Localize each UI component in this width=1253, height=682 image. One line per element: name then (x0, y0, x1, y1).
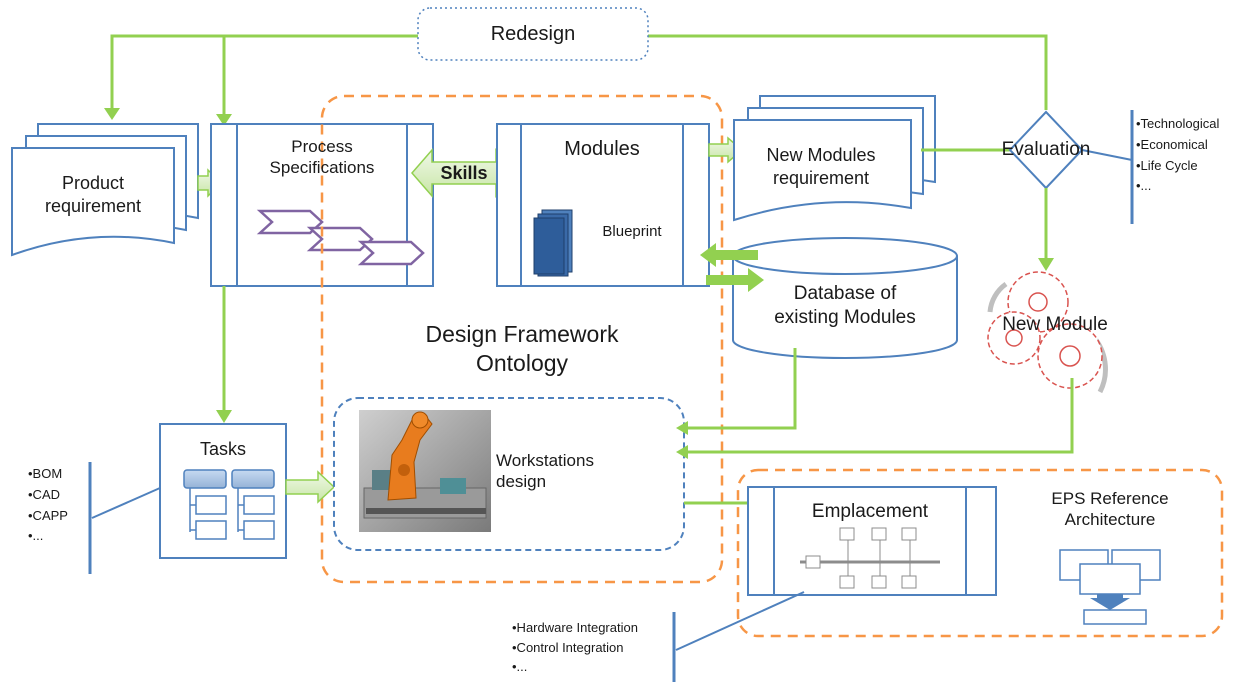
eps-reference-region (736, 468, 1224, 638)
arrowhead-to-product (104, 108, 120, 120)
robot-cell-image (359, 410, 491, 532)
arrow-new-module-to-workstations (688, 378, 1074, 454)
redesign-label: Redesign (490, 23, 576, 45)
blueprint-label: Blueprint (602, 223, 662, 240)
task-outputs-list: •BOM •CAD •CAPP •... (28, 466, 68, 544)
tasks-label: Tasks (199, 439, 246, 459)
evaluation-bracket-connector (1081, 149, 1133, 161)
tasks-bracket-connector (91, 487, 161, 519)
emplacement-label: Emplacement (811, 501, 929, 522)
skills-label: Skills (440, 163, 488, 183)
process-chevrons-icon (256, 209, 425, 266)
arrowhead-to-new-module (1038, 258, 1054, 271)
database-cylinder (732, 237, 958, 359)
arrowhead-to-tasks (216, 410, 232, 423)
tasks-hierarchy-icon (183, 469, 275, 540)
redesign-loop (110, 34, 1048, 118)
modules-box (496, 123, 710, 287)
emplacement-bracket-connector (675, 591, 805, 651)
new-module-label: New Module (1002, 314, 1108, 335)
new-modules-requirement-label: New Modules requirement (766, 145, 876, 188)
arrow-database-to-workstations (688, 348, 797, 430)
integration-items-list: •Hardware Integration •Control Integrati… (512, 620, 638, 674)
workstations-design-label: Workstations design (496, 451, 594, 492)
new-modules-requirement-shape (733, 95, 936, 222)
database-label: Database of existing Modules (774, 283, 916, 328)
redesign-box (417, 7, 649, 61)
new-module-gears-icon (987, 271, 1108, 394)
process-specifications-label: Process Specifications (269, 137, 375, 178)
eps-reference-architecture-label: EPS Reference Architecture (1051, 489, 1169, 530)
evaluation-criteria-list: •Technological •Economical •Life Cycle •… (1136, 116, 1220, 194)
blueprint-icon (533, 209, 573, 277)
arrowhead-to-process (216, 114, 232, 126)
arrowhead-database-to-workstations (676, 421, 688, 435)
arrowhead-new-module-to-workstations (676, 445, 688, 459)
product-requirement-label: Product requirement (44, 173, 142, 216)
modules-database-exchange-arrows (700, 243, 764, 292)
eps-architecture-icon (1059, 549, 1161, 625)
product-requirement-shape (11, 123, 199, 257)
design-framework-ontology-title: Design Framework Ontology (425, 321, 619, 376)
modules-label: Modules (564, 138, 640, 160)
evaluation-label: Evaluation (1001, 139, 1091, 160)
emplacement-layout-icon (800, 527, 940, 589)
arrow-tasks-to-workstations (285, 470, 336, 504)
design-framework-region (320, 94, 724, 584)
